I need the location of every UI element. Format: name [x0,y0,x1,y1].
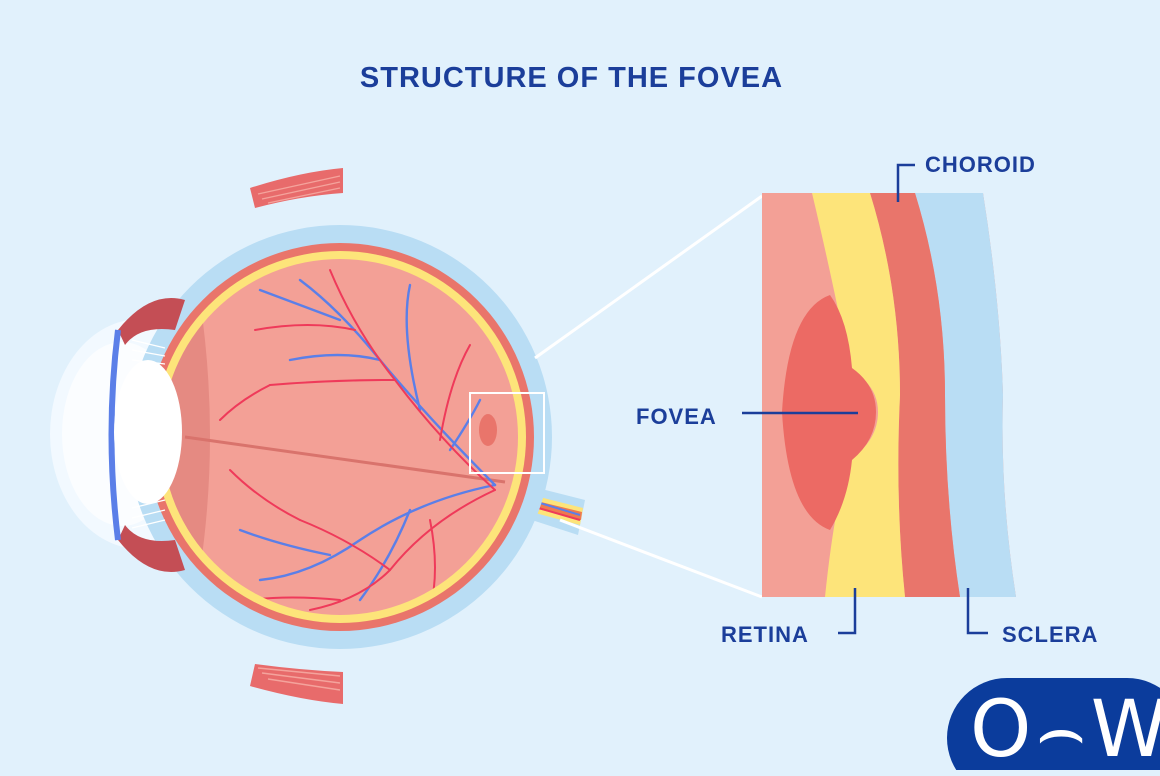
diagram-title: STRUCTURE OF THE FOVEA [359,62,784,94]
vitreous-body [162,259,518,615]
iris-front [108,329,121,541]
choroid-leader [896,163,915,202]
extraocular-muscle-bottom [250,664,343,704]
zoom-line-top [534,194,763,360]
logo-badge [947,678,1160,776]
magnifier-box [469,392,545,474]
retina-section [812,193,905,597]
sclera-section [915,193,1016,597]
iris [118,298,185,572]
label-retina: RETINA [721,622,809,647]
choroid-section [870,193,960,597]
extraocular-muscle-top [250,168,343,208]
cross-section-panel [762,193,1016,597]
retina-leader [838,588,857,635]
label-fovea: FOVEA [636,404,717,429]
brand-logo: O⌢W [970,685,1160,775]
zoom-line-bottom [559,518,763,599]
retinal-arteries [219,269,496,611]
lens [114,360,182,504]
sclera-leader [966,588,988,635]
label-sclera: SCLERA [1002,622,1099,647]
label-choroid: CHOROID [925,152,1036,177]
fovea-pit [479,414,497,446]
